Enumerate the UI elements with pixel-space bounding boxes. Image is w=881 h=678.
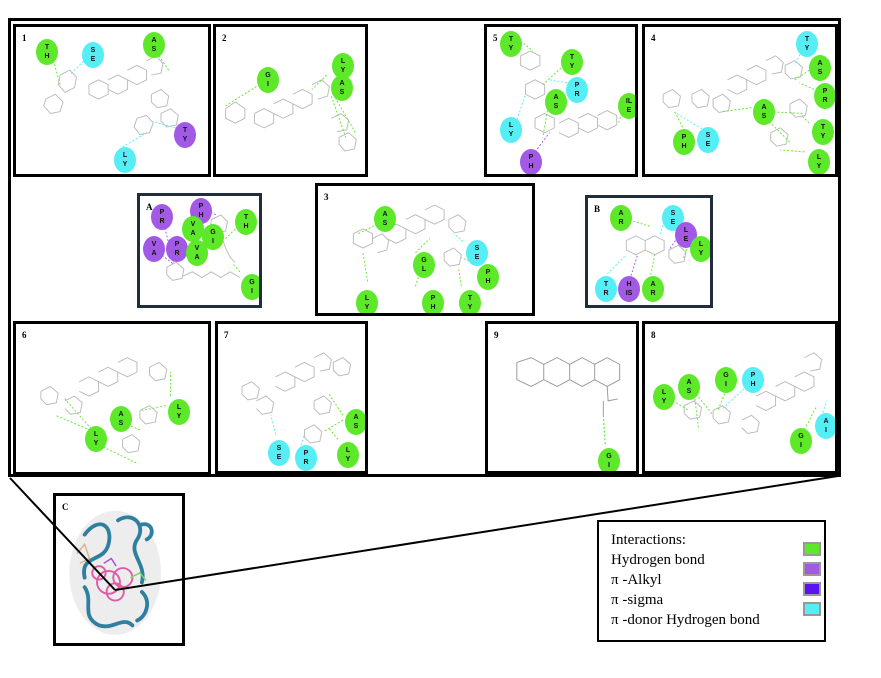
ligand-structure <box>43 55 179 148</box>
protein-structure-panel: C <box>53 493 185 646</box>
panel-label: B <box>594 204 601 214</box>
panel-label: 4 <box>651 33 656 43</box>
protein-ribbon-image <box>69 510 161 635</box>
ligand-structure <box>352 204 473 287</box>
legend-swatch-pi-donor-hydrogen-bond <box>803 602 821 616</box>
legend-item-pi-donor-hydrogen-bond: π -donor Hydrogen bond <box>611 612 760 628</box>
panel-label: 5 <box>493 33 498 43</box>
panel-label: 2 <box>222 33 227 43</box>
ligand-structure <box>225 74 357 152</box>
panel-label: 1 <box>22 33 27 43</box>
ligand-structure <box>662 50 815 153</box>
panel-label: A <box>146 202 153 212</box>
panel-label: 8 <box>651 330 656 340</box>
legend-title: Interactions: <box>611 532 686 548</box>
ligand-structure <box>516 357 621 445</box>
ligand-structure <box>241 352 352 450</box>
interaction-legend: Interactions: Hydrogen bond π -Alkyl π -… <box>597 520 826 642</box>
ligand-structure <box>40 357 172 464</box>
ligand-structure <box>672 352 827 435</box>
panel-label: 3 <box>324 192 329 202</box>
legend-item-hydrogen-bond: Hydrogen bond <box>611 552 705 568</box>
legend-item-pi-sigma: π -sigma <box>611 592 664 608</box>
legend-swatch-hydrogen-bond <box>803 542 821 556</box>
legend-swatch-pi-sigma <box>803 582 821 596</box>
panel-label: 9 <box>494 330 499 340</box>
legend-item-pi-alkyl: π -Alkyl <box>611 572 662 588</box>
panel-label: 6 <box>22 330 27 340</box>
legend-swatch-pi-alkyl <box>803 562 821 576</box>
panel-label: 7 <box>224 330 229 340</box>
